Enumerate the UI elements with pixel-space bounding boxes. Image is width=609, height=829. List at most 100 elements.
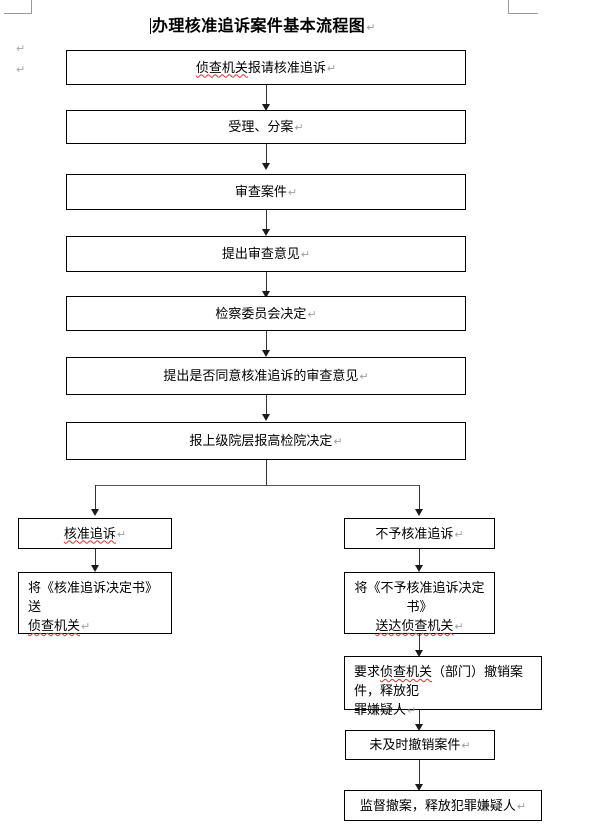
flow-node-label-line2: 罪嫌疑人↵: [354, 700, 535, 720]
paragraph-mark: ↵: [300, 248, 311, 261]
connector-line-2: [266, 144, 267, 166]
flow-node-label: 未及时撤销案件↵: [369, 735, 470, 755]
flow-node-label: 检察委员会决定↵: [215, 304, 316, 324]
flow-node-label: 核准追诉↵: [64, 524, 126, 544]
spellcheck-text: 侦查机关: [28, 618, 81, 633]
flow-node-report-request[interactable]: 侦查机关报请核准追诉↵: [66, 50, 466, 85]
flow-node-label-text: 提出是否同意核准追诉的审查意见: [163, 368, 359, 383]
connector-arrow-right-2: [415, 650, 423, 657]
paragraph-mark: ↵: [294, 121, 304, 134]
flow-node-label-line2-text: 罪嫌疑人: [354, 702, 407, 717]
spellcheck-text: 送达侦查机关: [375, 618, 454, 633]
connector-arrow-1: [262, 104, 270, 111]
flow-node-committee-decision[interactable]: 检察委员会决定↵: [66, 296, 466, 331]
flow-node-approve-prosecution[interactable]: 核准追诉↵: [18, 518, 172, 549]
paragraph-mark: ↵: [287, 186, 298, 199]
flow-node-label: 监督撤案，释放犯罪嫌疑人↵: [360, 796, 526, 816]
flow-node-send-denial-doc[interactable]: 将《不予核准追诉决定书》 送达侦查机关↵: [344, 572, 495, 634]
flow-node-label-text: 检察委员会决定: [215, 305, 307, 321]
flow-node-report-supreme[interactable]: 报上级院层报高检院决定↵: [66, 422, 466, 460]
paragraph-mark: ↵: [454, 527, 464, 541]
connector-line-right-1: [419, 549, 420, 567]
paragraph-mark: ↵: [454, 620, 464, 633]
connector-arrow-split-left: [91, 509, 99, 516]
flow-node-require-withdraw-case[interactable]: 要求侦查机关（部门）撤销案件，释放犯 罪嫌疑人↵: [344, 656, 542, 717]
connector-arrow-left-1: [91, 565, 99, 572]
flow-node-accept-assign[interactable]: 受理、分案↵: [66, 110, 466, 144]
connector-arrow-2: [262, 163, 270, 170]
flow-node-label: 将《核准追诉决定书》送 侦查机关↵: [28, 578, 165, 636]
connector-arrow-right-4: [415, 784, 423, 791]
connector-split-left-drop: [95, 485, 96, 511]
connector-line-5: [266, 331, 267, 353]
connector-line-right-2: [419, 634, 420, 652]
flow-node-label: 报上级院层报高检院决定↵: [189, 431, 342, 451]
connector-split-stem: [266, 460, 267, 486]
flow-node-label: 提出审查意见↵: [222, 244, 310, 264]
connector-line-6: [266, 395, 267, 417]
connector-line-left-1: [95, 549, 96, 567]
connector-arrow-right-3: [415, 724, 423, 731]
flow-node-label-text: 提出审查意见: [221, 246, 300, 261]
flow-node-not-timely-withdraw[interactable]: 未及时撤销案件↵: [345, 730, 495, 760]
connector-arrow-right-1: [415, 565, 423, 572]
flow-node-label: 将《不予核准追诉决定书》 送达侦查机关↵: [351, 578, 488, 636]
connector-line-4: [266, 272, 267, 294]
connector-line-3: [266, 210, 267, 232]
connector-split-right-drop: [419, 485, 420, 511]
flow-node-supervise-withdraw[interactable]: 监督撤案，释放犯罪嫌疑人↵: [344, 790, 542, 821]
connector-line-right-3: [419, 710, 420, 726]
connector-split-bar: [95, 485, 420, 486]
connector-line-1: [266, 85, 267, 107]
flow-node-label-text: 未及时撤销案件: [369, 737, 461, 752]
margin-crop-mark-top-right: [508, 0, 538, 14]
connector-arrow-5: [262, 350, 270, 357]
paragraph-mark: ↵: [359, 370, 369, 383]
connector-arrow-split-right: [415, 509, 423, 516]
flow-node-agree-opinion[interactable]: 提出是否同意核准追诉的审查意见↵: [66, 357, 466, 395]
paragraph-mark: ↵: [516, 799, 527, 813]
flow-node-label-text: 监督撤案，释放犯罪嫌疑人: [359, 797, 516, 813]
spellcheck-text: 侦查机关: [380, 664, 433, 679]
flow-node-label: 要求侦查机关（部门）撤销案件，释放犯 罪嫌疑人↵: [354, 662, 535, 720]
paragraph-mark: ↵: [461, 739, 471, 752]
connector-arrow-3: [262, 229, 270, 236]
margin-crop-mark-top-left: [4, 0, 32, 14]
paragraph-mark: ↵: [333, 435, 343, 448]
flow-node-review-opinion[interactable]: 提出审查意见↵: [66, 236, 466, 272]
flow-node-send-approval-doc[interactable]: 将《核准追诉决定书》送 侦查机关↵: [18, 572, 172, 634]
flow-node-label-line1: 将《不予核准追诉决定书》: [354, 580, 485, 614]
paragraph-mark: ↵: [307, 307, 317, 321]
flow-node-label-text: 受理、分案: [228, 119, 294, 134]
paragraph-mark: ↵: [81, 620, 91, 633]
flow-node-label: 提出是否同意核准追诉的审查意见↵: [163, 366, 368, 386]
flow-node-label-text: 报上级院层报高检院决定: [189, 433, 333, 448]
flow-node-label: 审查案件↵: [235, 182, 297, 202]
spellcheck-text: 侦查机关: [195, 59, 248, 75]
text-cursor: [150, 18, 151, 34]
page-title: 办理核准追诉案件基本流程图↵: [150, 12, 470, 36]
paragraph-mark: ↵: [407, 704, 417, 717]
flow-node-label-text: 核准追诉: [63, 525, 116, 541]
flow-node-label-text: 不予核准追诉: [375, 525, 454, 541]
flow-node-label-line1: 将《核准追诉决定书》送: [28, 580, 159, 614]
flow-node-label: 侦查机关报请核准追诉↵: [196, 58, 336, 78]
flow-node-review-case[interactable]: 审查案件↵: [66, 174, 466, 210]
paragraph-mark: ↵: [326, 61, 337, 75]
flow-node-label-line1: 要求侦查机关（部门）撤销案件，释放犯: [354, 664, 524, 698]
flow-node-label-text: 审查案件: [234, 184, 287, 199]
flow-node-label-line2: 侦查机关↵: [28, 616, 165, 636]
flow-node-label-rest: 报请核准追诉: [247, 59, 326, 75]
flow-node-label: 不予核准追诉↵: [375, 524, 463, 544]
page-title-text: 办理核准追诉案件基本流程图: [152, 18, 366, 35]
connector-arrow-6: [262, 414, 270, 421]
flow-node-deny-prosecution[interactable]: 不予核准追诉↵: [344, 518, 495, 549]
paragraph-mark-margin-2: ↵: [16, 63, 26, 76]
paragraph-mark-title: ↵: [366, 21, 376, 34]
paragraph-mark: ↵: [116, 527, 127, 541]
connector-line-right-4: [419, 760, 420, 786]
connector-arrow-4: [262, 291, 270, 298]
flow-node-label: 受理、分案↵: [228, 117, 303, 137]
flow-node-label-line2: 送达侦查机关↵: [351, 616, 488, 636]
